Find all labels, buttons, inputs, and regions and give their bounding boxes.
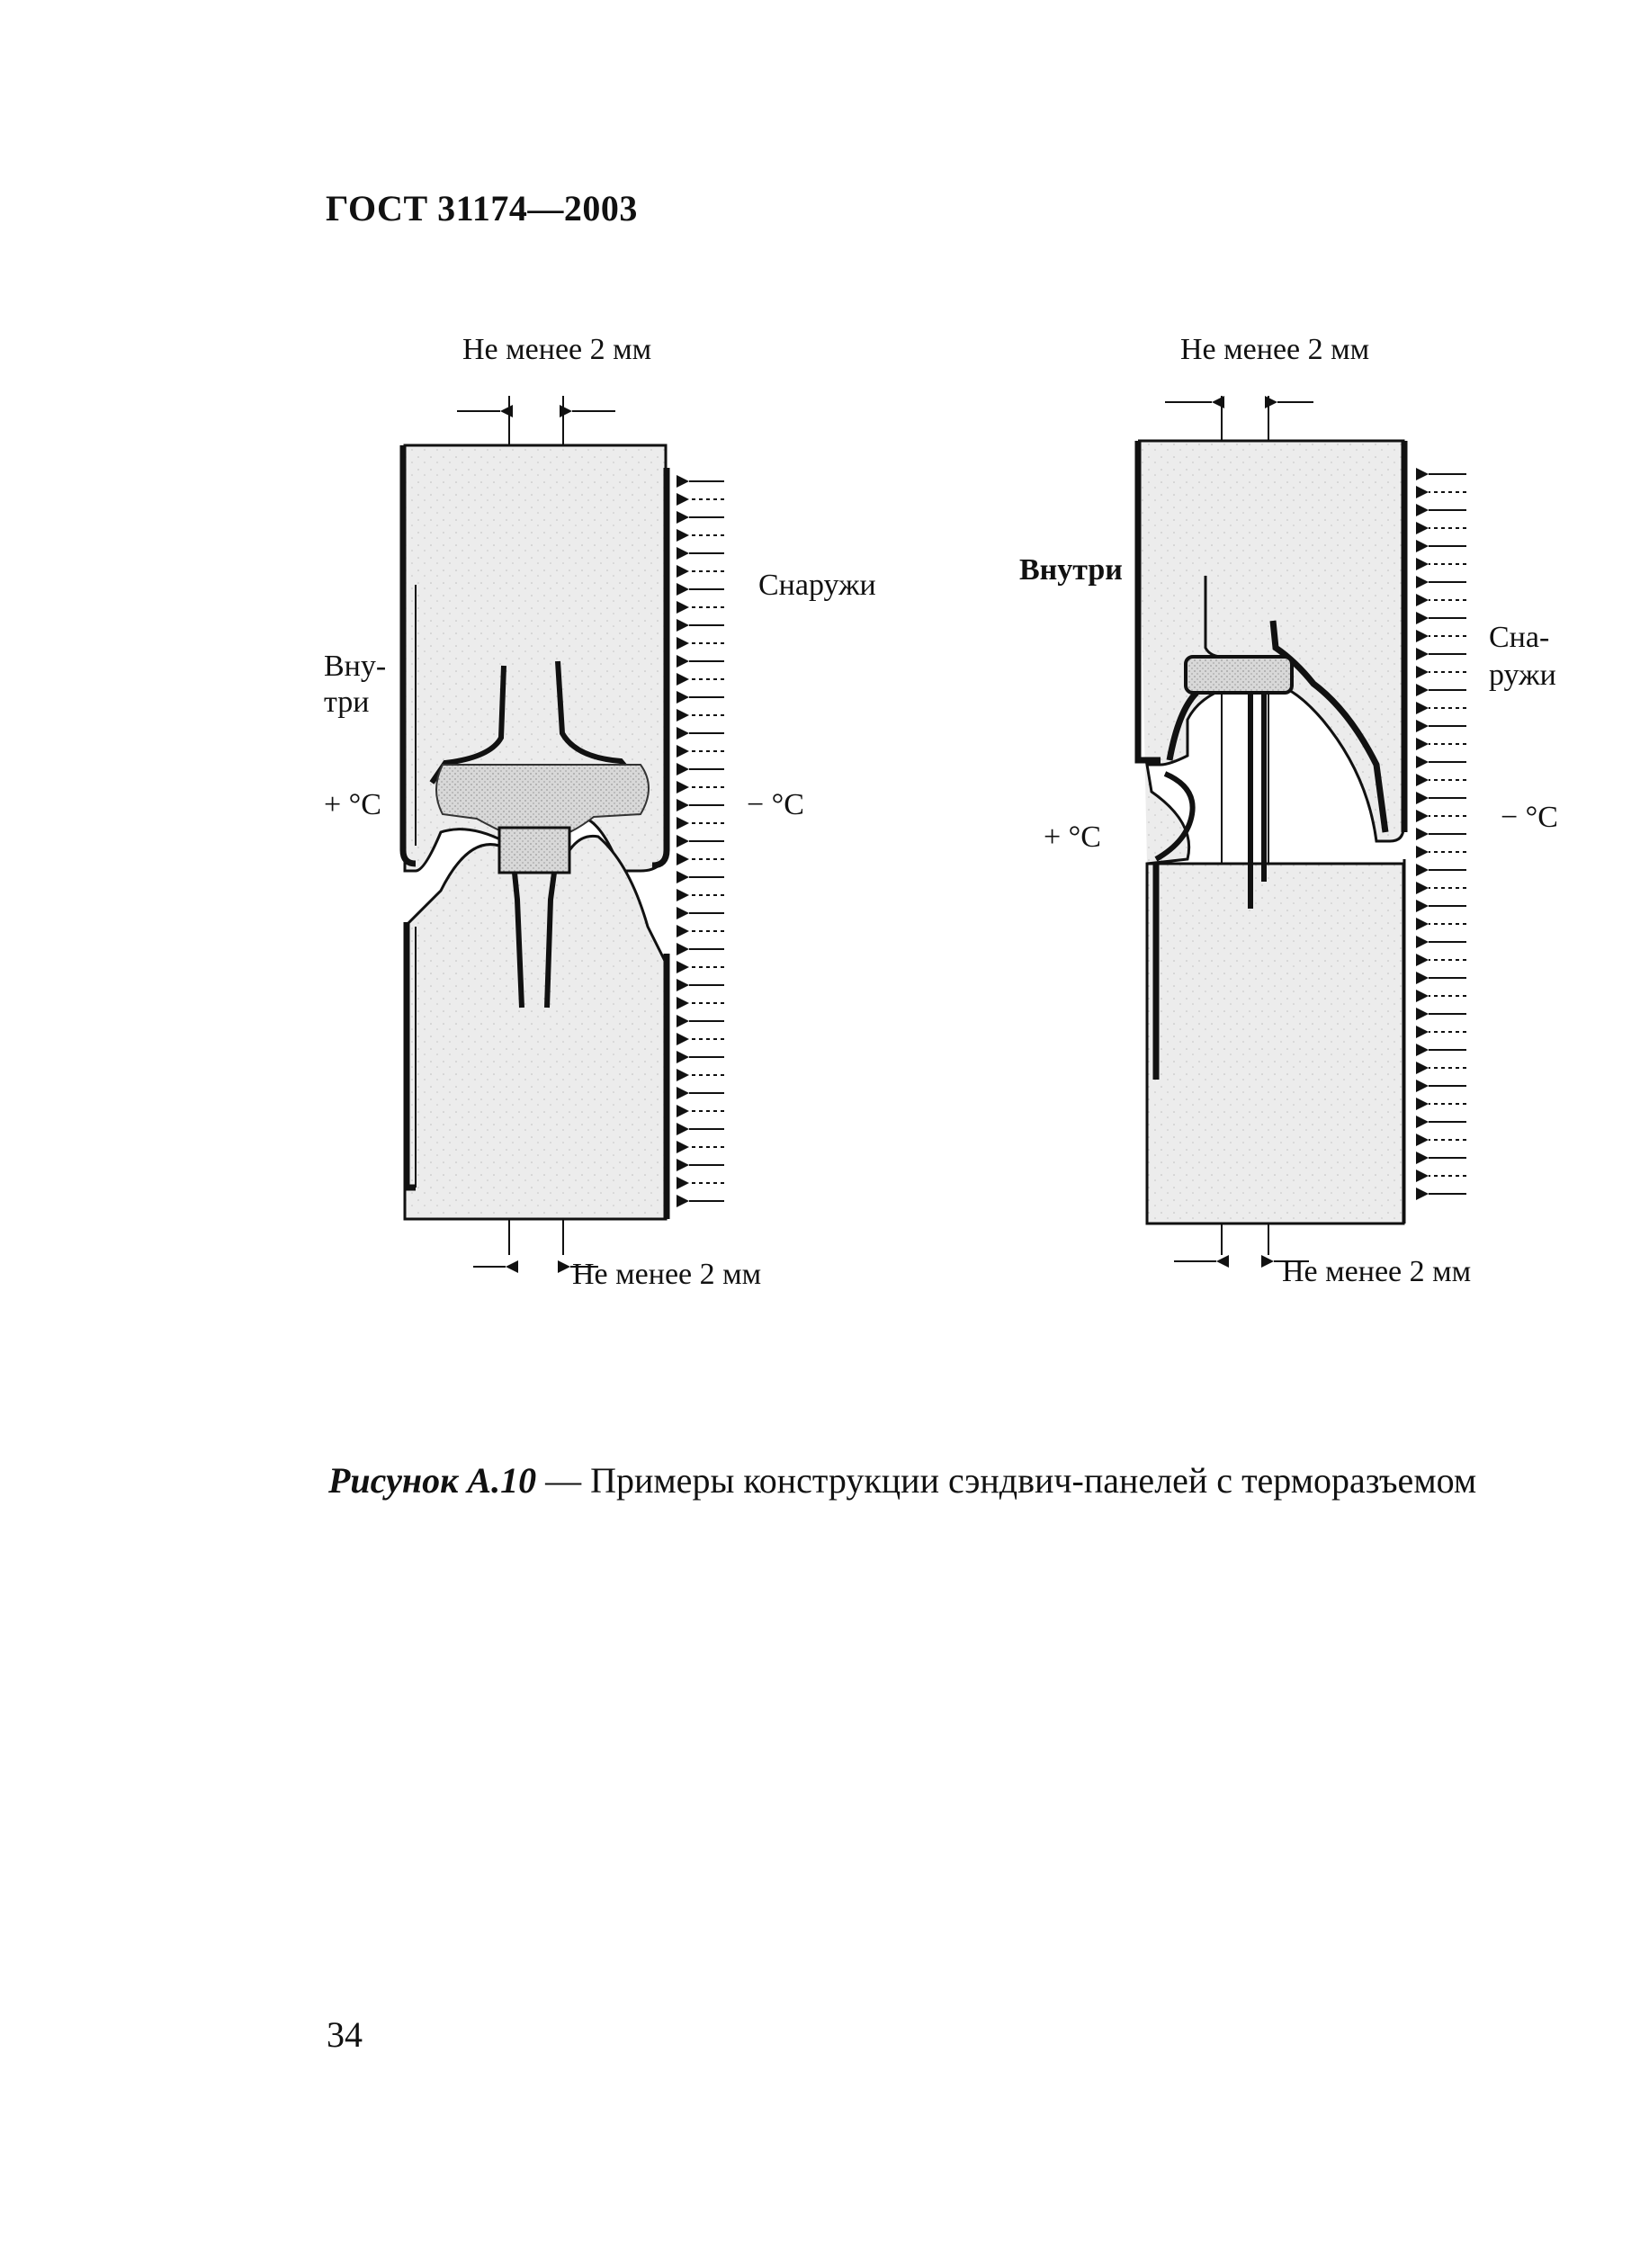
left-panel-drawing bbox=[399, 396, 724, 1273]
right-cold-side-label: − °С bbox=[1501, 801, 1558, 834]
right-heat-flow-arrows bbox=[1416, 468, 1466, 1200]
left-cold-side-label: − °С bbox=[747, 788, 804, 821]
right-warm-side-label: + °С bbox=[1044, 820, 1101, 854]
figure-id: Рисунок А.10 bbox=[328, 1460, 537, 1501]
left-top-dimension-label: Не менее 2 мм bbox=[462, 333, 652, 366]
figure-caption-text: — Примеры конструкции сэндвич-панелей с … bbox=[536, 1460, 1477, 1501]
right-outside-label-line2: ружи bbox=[1489, 659, 1556, 692]
left-outside-label: Снаружи bbox=[758, 569, 876, 602]
figure-caption: Рисунок А.10 — Примеры конструкции сэндв… bbox=[328, 1459, 1476, 1502]
left-bottom-dimension-label: Не менее 2 мм bbox=[572, 1258, 762, 1291]
left-inside-label-line2: три bbox=[324, 686, 370, 719]
right-outside-label-line1: Сна- bbox=[1489, 621, 1550, 654]
right-bottom-dimension-label: Не менее 2 мм bbox=[1282, 1255, 1472, 1288]
left-lower-panel bbox=[403, 834, 668, 1221]
left-warm-side-label: + °С bbox=[324, 788, 381, 821]
right-panel-drawing bbox=[1134, 396, 1466, 1268]
left-inside-label-line1: Вну- bbox=[324, 650, 387, 683]
right-thermal-insert bbox=[1184, 655, 1294, 695]
right-panel-body bbox=[1138, 439, 1405, 1225]
right-inside-label: Внутри bbox=[1019, 553, 1123, 587]
document-code: ГОСТ 31174—2003 bbox=[326, 188, 638, 229]
page-number: 34 bbox=[327, 2014, 363, 2055]
left-heat-flow-arrows bbox=[677, 475, 724, 1207]
right-top-dimension-label: Не менее 2 мм bbox=[1180, 333, 1370, 366]
